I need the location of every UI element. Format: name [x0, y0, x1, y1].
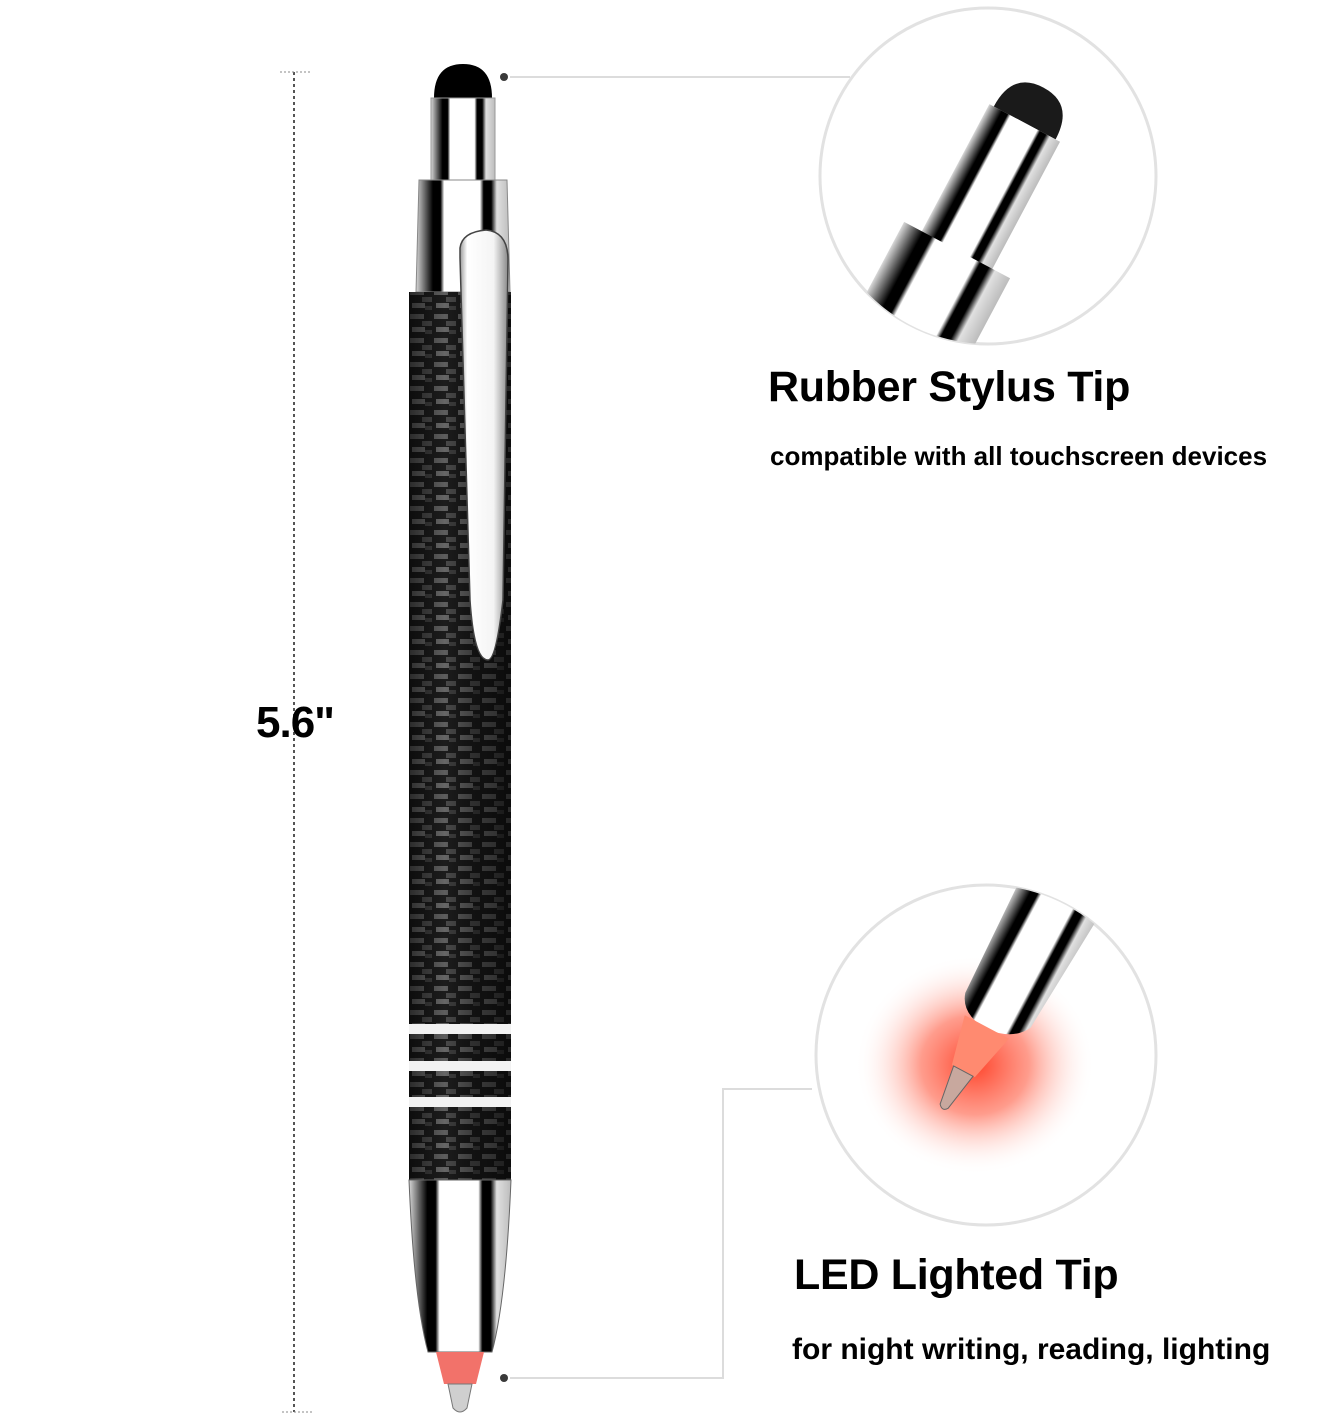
feature-subtitle-led: for night writing, reading, lighting	[792, 1333, 1271, 1366]
pen-clip-icon	[459, 229, 509, 661]
pen-illustration	[408, 64, 512, 1413]
stylus-tip-closeup-icon	[838, 82, 1063, 344]
stylus-callout	[500, 6, 1158, 346]
stylus-rubber-icon	[434, 64, 492, 98]
feature-title-stylus: Rubber Stylus Tip	[768, 363, 1131, 411]
length-dimension-label: 5.6"	[256, 698, 335, 747]
dimension-line	[280, 71, 312, 1413]
led-callout	[500, 883, 1158, 1382]
feature-title-led: LED Lighted Tip	[794, 1251, 1119, 1299]
feature-subtitle-stylus: compatible with all touchscreen devices	[770, 441, 1268, 471]
led-tip-icon	[436, 1352, 484, 1384]
